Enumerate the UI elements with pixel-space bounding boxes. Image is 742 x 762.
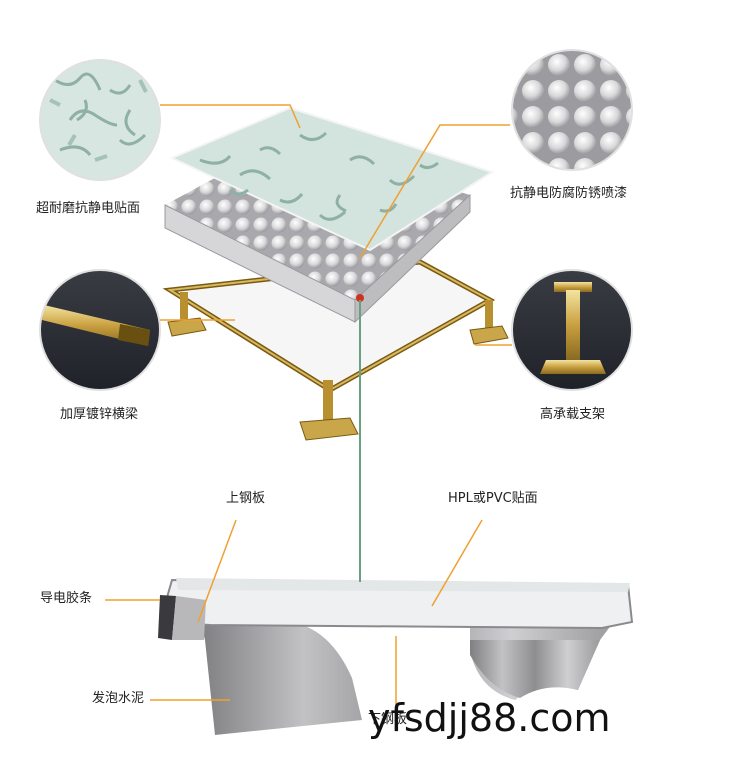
- leader-coating: [359, 124, 510, 259]
- label-lower-steel: 下钢板: [368, 712, 408, 727]
- label-foam-cement: 发泡水泥: [92, 691, 145, 706]
- leader-hpl-pvc: [431, 519, 483, 607]
- stringer-detail: [39, 269, 161, 391]
- floor-assembly: [162, 106, 509, 441]
- label-conductive-strip: 导电胶条: [40, 591, 93, 606]
- label-stringer: 加厚镀锌横梁: [60, 407, 139, 422]
- pedestal-front: [299, 380, 359, 441]
- pedestal-detail: [511, 269, 633, 391]
- label-coating: 抗静电防腐防锈喷漆: [510, 186, 628, 201]
- watermark-text: yfsdjj88.com: [368, 696, 611, 740]
- cross-section: [158, 578, 634, 735]
- label-hpl-pvc: HPL或PVC贴面: [448, 491, 538, 506]
- surface-texture-detail: [39, 59, 161, 181]
- leader-top-surface: [160, 104, 301, 129]
- leader-upper-steel: [197, 519, 237, 623]
- pedestal-right: [469, 300, 509, 345]
- dimple-coating-detail: [511, 49, 633, 171]
- label-upper-steel: 上钢板: [226, 491, 266, 506]
- leader-lines: [105, 104, 512, 710]
- label-pedestal: 高承载支架: [540, 407, 606, 422]
- label-top-surface: 超耐磨抗静电贴面: [36, 201, 141, 216]
